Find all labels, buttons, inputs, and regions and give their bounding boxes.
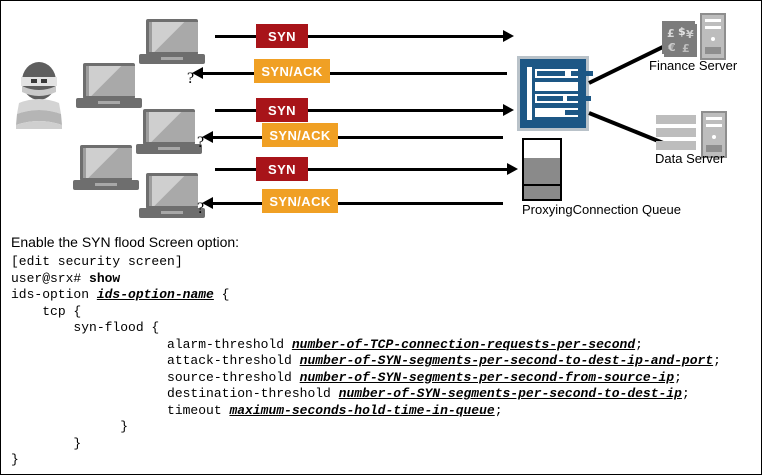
queue-label: ProxyingConnection Queue (522, 202, 681, 217)
syn-arrow-1-line (215, 35, 507, 38)
proxying-connection-queue-icon (522, 138, 562, 201)
badge-syn-2: SYN (256, 98, 308, 122)
code-variable: number-of-SYN-segments-per-second-to-des… (299, 353, 714, 368)
laptop-screen (143, 109, 195, 145)
syn-arrow-2-head (503, 104, 514, 116)
data-stack-icon (656, 115, 696, 155)
synack-arrow-2-line (213, 136, 503, 139)
client-laptop-4 (73, 145, 139, 191)
code-line: timeout maximum-seconds-hold-time-in-que… (167, 402, 503, 418)
syn-flood-diagram: SYN SYN/ACK ? SYN SYN/ACK ? SYN SYN/ACK … (1, 1, 761, 229)
badge-synack-2: SYN/ACK (262, 123, 338, 147)
badge-syn-3: SYN (256, 157, 308, 181)
svg-text:£: £ (682, 42, 691, 55)
code-line: source-threshold number-of-SYN-segments-… (167, 369, 682, 385)
question-mark-2: ? (197, 134, 205, 151)
syn-arrow-2-line (215, 109, 507, 112)
srx-firewall-icon (517, 56, 593, 131)
client-laptop-1 (139, 19, 205, 65)
code-line: } (120, 419, 129, 434)
code-keyword: show (89, 270, 121, 286)
badge-synack-3: SYN/ACK (262, 189, 338, 213)
syn-arrow-3-head (507, 163, 518, 175)
svg-text:€: € (667, 41, 677, 54)
code-line: tcp { (42, 303, 82, 319)
data-server-label: Data Server (655, 151, 725, 166)
svg-text:£: £ (667, 27, 676, 40)
server-tower-icon (700, 13, 726, 60)
code-line: syn-flood { (73, 320, 160, 335)
code-line: attack-threshold number-of-SYN-segments-… (167, 353, 721, 368)
code-variable: maximum-seconds-hold-time-in-queue (229, 402, 495, 418)
synack-arrow-1-line (203, 72, 507, 75)
code-line: } (11, 452, 19, 467)
synack-arrow-2-head (202, 131, 213, 143)
svg-text:$: $ (678, 25, 687, 38)
synack-arrow-1-head (192, 67, 203, 79)
badge-syn-1: SYN (256, 24, 308, 48)
code-line: } (73, 435, 82, 451)
code-variable: number-of-SYN-segments-per-second-to-des… (338, 386, 682, 401)
question-mark-1: ? (187, 70, 195, 87)
code-line: destination-threshold number-of-SYN-segm… (167, 386, 690, 401)
attacker-icon (15, 59, 63, 129)
finance-server-icon: £ $ ¥ € £ (662, 13, 734, 63)
currency-icon: £ $ ¥ € £ (662, 21, 697, 57)
finance-server-label: Finance Server (649, 58, 738, 73)
data-server-icon (656, 111, 734, 161)
code-line: user@srx# show (11, 270, 121, 286)
syn-arrow-1-head (503, 30, 514, 42)
laptop-screen (146, 173, 198, 209)
client-laptop-5 (139, 173, 205, 219)
laptop-screen (146, 19, 198, 55)
code-variable: number-of-TCP-connection-requests-per-se… (291, 336, 636, 352)
code-line: [edit security screen] (11, 254, 183, 269)
code-line: ids-option ids-option-name { (11, 287, 230, 302)
badge-synack-1: SYN/ACK (254, 59, 330, 83)
caption-text: Enable the SYN flood Screen option: (11, 234, 240, 250)
code-line: alarm-threshold number-of-TCP-connection… (167, 336, 643, 352)
laptop-screen (80, 145, 132, 181)
link-firewall-data (588, 111, 666, 146)
synack-arrow-3-line (213, 202, 503, 205)
server-tower-icon (701, 111, 727, 158)
synack-arrow-3-head (202, 197, 213, 209)
laptop-screen (83, 63, 135, 99)
code-variable: ids-option-name (96, 287, 214, 302)
code-variable: number-of-SYN-segments-per-second-from-s… (299, 369, 675, 385)
syn-arrow-3-line (215, 168, 511, 171)
svg-text:¥: ¥ (686, 28, 695, 41)
client-laptop-3 (136, 109, 202, 155)
question-mark-3: ? (197, 200, 205, 217)
client-laptop-2 (76, 63, 142, 109)
